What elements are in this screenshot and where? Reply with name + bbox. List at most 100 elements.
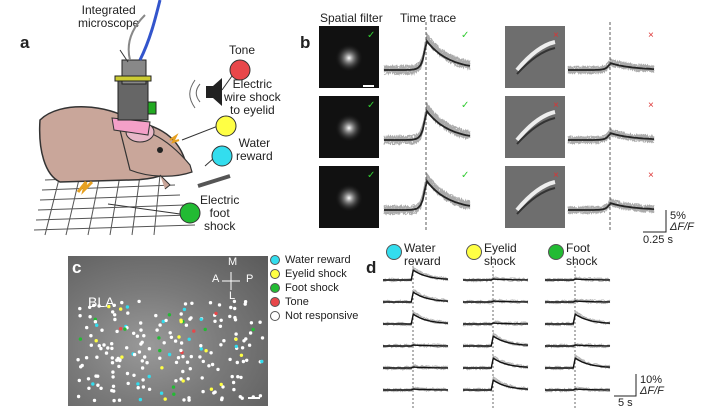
d-mean-trace: [383, 366, 448, 369]
cell-dot: [200, 376, 204, 380]
check-trace-1: ✓: [461, 100, 469, 111]
legend-dot-foot: [270, 283, 280, 293]
cell-dot: [260, 359, 264, 364]
water-reward-label: Water reward: [236, 136, 273, 163]
d-header-dot-foot: [548, 244, 564, 260]
foot-shock-label: Electric foot shock: [200, 193, 240, 233]
spatial-filter-header: Spatial filter: [320, 11, 383, 25]
spatial-filter-4: [505, 96, 565, 158]
cell-dot: [199, 344, 203, 348]
cell-dot: [179, 312, 183, 316]
cell-dot: [209, 387, 214, 391]
cell-dot: [188, 367, 192, 371]
cell-dot: [78, 337, 83, 341]
cell-dot: [234, 337, 238, 341]
cell-dot: [126, 311, 130, 315]
cell-dot: [147, 387, 152, 391]
cell-dot: [112, 398, 116, 403]
cell-dot: [228, 357, 232, 362]
cell-dot: [119, 327, 123, 331]
panel-c-cells: [76, 272, 265, 403]
cross-filter-1: ×: [553, 100, 559, 111]
cell-dot: [147, 374, 151, 379]
d-mean-trace: [383, 344, 448, 347]
check-filter-0: ✓: [367, 30, 375, 41]
panel-a-label: a: [20, 33, 30, 52]
cell-dot: [112, 303, 116, 307]
cell-dot: [232, 387, 236, 392]
spatial-filter-5: [505, 166, 565, 228]
panel-d-label: d: [366, 258, 377, 277]
cell-dot: [125, 305, 130, 309]
cell-dot: [120, 300, 124, 305]
legend-text-eyelid: Eyelid shock: [285, 268, 347, 280]
cell-dot: [174, 379, 178, 383]
cell-dot: [123, 327, 127, 331]
cell-dot: [132, 331, 136, 335]
cell-dot: [139, 321, 143, 325]
check-trace-0: ✓: [461, 30, 469, 41]
cell-dot: [247, 343, 252, 347]
compass-a: A: [212, 273, 220, 285]
cell-dot: [112, 389, 116, 393]
cell-dot: [95, 323, 99, 327]
check-filter-1: ✓: [367, 100, 375, 111]
cell-dot: [125, 346, 129, 350]
cell-dot: [229, 305, 233, 310]
d-mean-trace: [463, 357, 529, 369]
cell-dot: [88, 315, 92, 319]
mouse-paw: [159, 174, 171, 190]
microscope-label: Integrated microscope: [78, 3, 140, 30]
cell-dot: [158, 348, 162, 353]
cell-dot: [219, 343, 223, 347]
d-mean-trace: [545, 313, 611, 325]
time-trace-0: [383, 22, 471, 90]
cell-dot: [78, 314, 82, 318]
cross-filter-0: ×: [553, 30, 559, 41]
cell-dot: [185, 360, 190, 364]
cell-dot: [140, 359, 144, 363]
cell-dot: [216, 367, 220, 372]
cell-dot: [87, 386, 91, 390]
cell-dot: [88, 305, 92, 309]
cell-dot: [245, 358, 249, 362]
cell-dot: [102, 343, 106, 347]
cell-dot: [233, 318, 238, 322]
cell-dot: [95, 355, 99, 359]
cell-dot: [243, 302, 247, 306]
cell-dot: [218, 324, 223, 328]
cell-dot: [89, 343, 93, 347]
panel-b-label: b: [300, 33, 311, 52]
d-scale-x-label: 5 s: [618, 397, 633, 409]
legend-dot-none: [270, 311, 280, 321]
cell-dot: [201, 389, 205, 394]
cell-dot: [94, 339, 98, 343]
d-mean-trace: [383, 388, 448, 391]
time-trace-3: [567, 22, 655, 90]
cell-dot: [80, 363, 84, 368]
cell-dot: [219, 318, 223, 322]
cell-dot: [137, 299, 141, 304]
bla-region-label: BLA: [88, 294, 115, 310]
d-header-water: Water reward: [404, 241, 441, 268]
cell-dot: [231, 380, 236, 385]
spatial-filter-1: [319, 96, 379, 158]
cell-dot: [168, 331, 172, 335]
legend-dot-eyelid: [270, 269, 280, 279]
legend-text-water: Water reward: [285, 254, 351, 266]
time-trace-1: [383, 92, 471, 160]
cell-dot: [189, 354, 193, 359]
cell-dot: [138, 397, 143, 402]
cell-dot: [137, 350, 142, 354]
cell-dot: [135, 334, 140, 338]
cell-dot: [93, 317, 97, 321]
compass-m: M: [228, 256, 238, 268]
cell-dot: [143, 355, 147, 359]
spatial-filter-0: [319, 26, 379, 88]
cross-trace-1: ×: [648, 100, 654, 111]
cell-dot: [239, 353, 244, 357]
speaker-icon: [189, 78, 222, 109]
mouse-eye: [157, 147, 163, 153]
panel-b-figure: ✓✓××✓✓××✓✓××: [319, 22, 667, 233]
lightning-foot: [76, 180, 94, 195]
